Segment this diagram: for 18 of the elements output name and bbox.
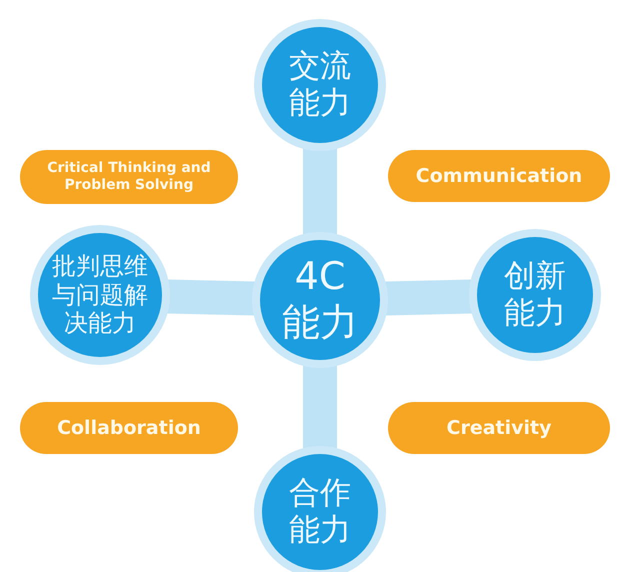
english-label: Collaboration: [56, 416, 202, 440]
label-pill: [20, 402, 238, 454]
ability-name: 4C能力: [281, 254, 359, 346]
english-label: Creativity: [446, 416, 552, 440]
ability-name: 交流能力: [288, 48, 352, 122]
ability-circle: [260, 240, 380, 360]
ability-circle: [38, 233, 162, 357]
ability-name: 创新能力: [503, 258, 567, 332]
ability-name: 批判思维与问题解决能力: [51, 252, 149, 338]
label-pill: [388, 402, 610, 454]
label-pill: [20, 150, 238, 204]
ability-circle: [262, 27, 378, 143]
english-label: Critical Thinking and Problem Solving: [46, 160, 212, 194]
ability-circle: [477, 237, 593, 353]
ability-circle: [262, 454, 378, 570]
ability-name: 合作能力: [288, 474, 352, 550]
label-pill: [388, 150, 610, 202]
english-label: Communication: [414, 164, 584, 188]
